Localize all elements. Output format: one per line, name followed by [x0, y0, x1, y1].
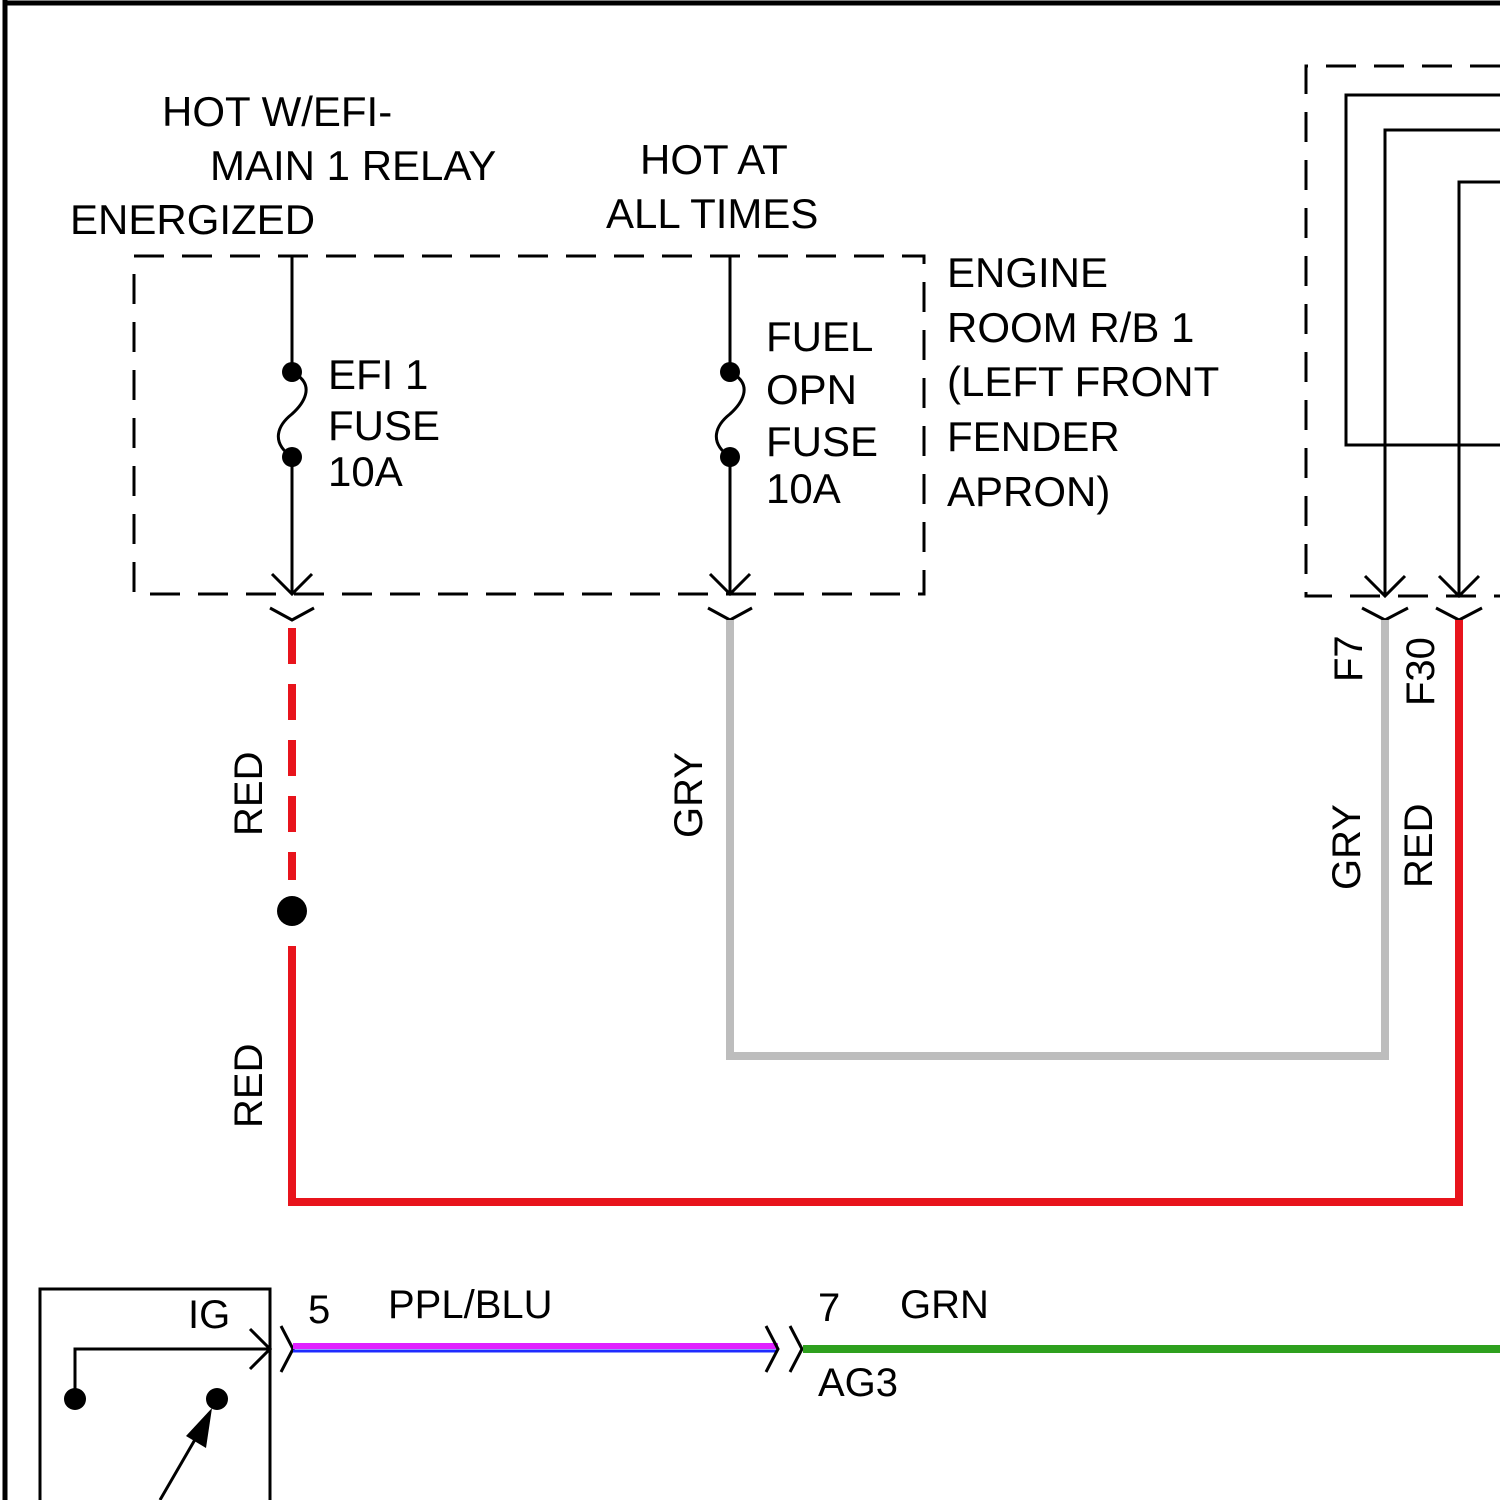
- efi-fuse-label-line3: 10A: [328, 448, 403, 495]
- wire-label-gry-right: GRY: [1325, 804, 1369, 890]
- right-inner-line-f30: [1459, 182, 1500, 596]
- efi-fuse-label-line2: FUSE: [328, 402, 440, 449]
- efi-connector-icon: [270, 608, 314, 620]
- fuel-fuse-label-line2: OPN: [766, 366, 857, 413]
- splice-point: [277, 896, 307, 926]
- fuel-connector-icon: [708, 608, 752, 620]
- wire-label-red-upper: RED: [227, 752, 271, 836]
- efi-fuse-icon: [278, 372, 306, 457]
- hot-at-all-times-line1: HOT AT: [640, 136, 788, 183]
- pin-7-label: 7: [818, 1286, 840, 1330]
- fuel-fuse-label-line3: FUSE: [766, 418, 878, 465]
- ag3-connector-right-icon: [790, 1326, 802, 1372]
- right-inner-line-f7: [1385, 130, 1500, 596]
- wire-label-red-right: RED: [1397, 804, 1441, 888]
- relay-block-label-line1: ENGINE: [947, 249, 1108, 296]
- connector-ag3-label: AG3: [818, 1361, 898, 1405]
- wire-label-red-lower: RED: [227, 1044, 271, 1128]
- ig-terminal-label: IG: [188, 1293, 230, 1337]
- efi-relay-label-line1: HOT W/EFI-: [162, 88, 392, 135]
- relay-block-label-line2: ROOM R/B 1: [947, 304, 1194, 351]
- efi-fuse-label-line1: EFI 1: [328, 351, 428, 398]
- fuel-fuse-label-line4: 10A: [766, 465, 841, 512]
- wire-gry-loop: [730, 620, 1385, 1056]
- wire-red-loop: [292, 620, 1459, 1202]
- right-component-box: [1306, 66, 1500, 596]
- switch-lever-arrow-icon: [186, 1408, 212, 1448]
- pin-f7-label: F7: [1327, 635, 1371, 682]
- f30-connector-icon: [1436, 608, 1482, 620]
- right-inner-line-outer: [1346, 95, 1500, 445]
- switch-contact-right: [206, 1388, 228, 1410]
- pin-5-label: 5: [308, 1288, 330, 1332]
- wire-label-gry-left: GRY: [667, 752, 711, 838]
- switch-contact-left: [64, 1388, 86, 1410]
- efi-relay-label-line2: MAIN 1 RELAY: [210, 142, 496, 189]
- f7-connector-icon: [1362, 608, 1408, 620]
- wire-label-ppl-blu: PPL/BLU: [388, 1283, 553, 1327]
- hot-at-all-times-line2: ALL TIMES: [606, 190, 818, 237]
- efi-relay-label-line3: ENERGIZED: [70, 196, 315, 243]
- fuel-fuse-label-line1: FUEL: [766, 313, 873, 360]
- pin5-connector-icon: [281, 1326, 293, 1372]
- wire-label-grn: GRN: [900, 1283, 989, 1327]
- relay-block-label-line5: APRON): [947, 468, 1110, 515]
- relay-block-label-line3: (LEFT FRONT: [947, 358, 1219, 405]
- pin-f30-label: F30: [1399, 637, 1443, 706]
- relay-block-label-line4: FENDER: [947, 413, 1120, 460]
- fuel-fuse-icon: [716, 372, 744, 457]
- ig-internal-line: [75, 1349, 270, 1398]
